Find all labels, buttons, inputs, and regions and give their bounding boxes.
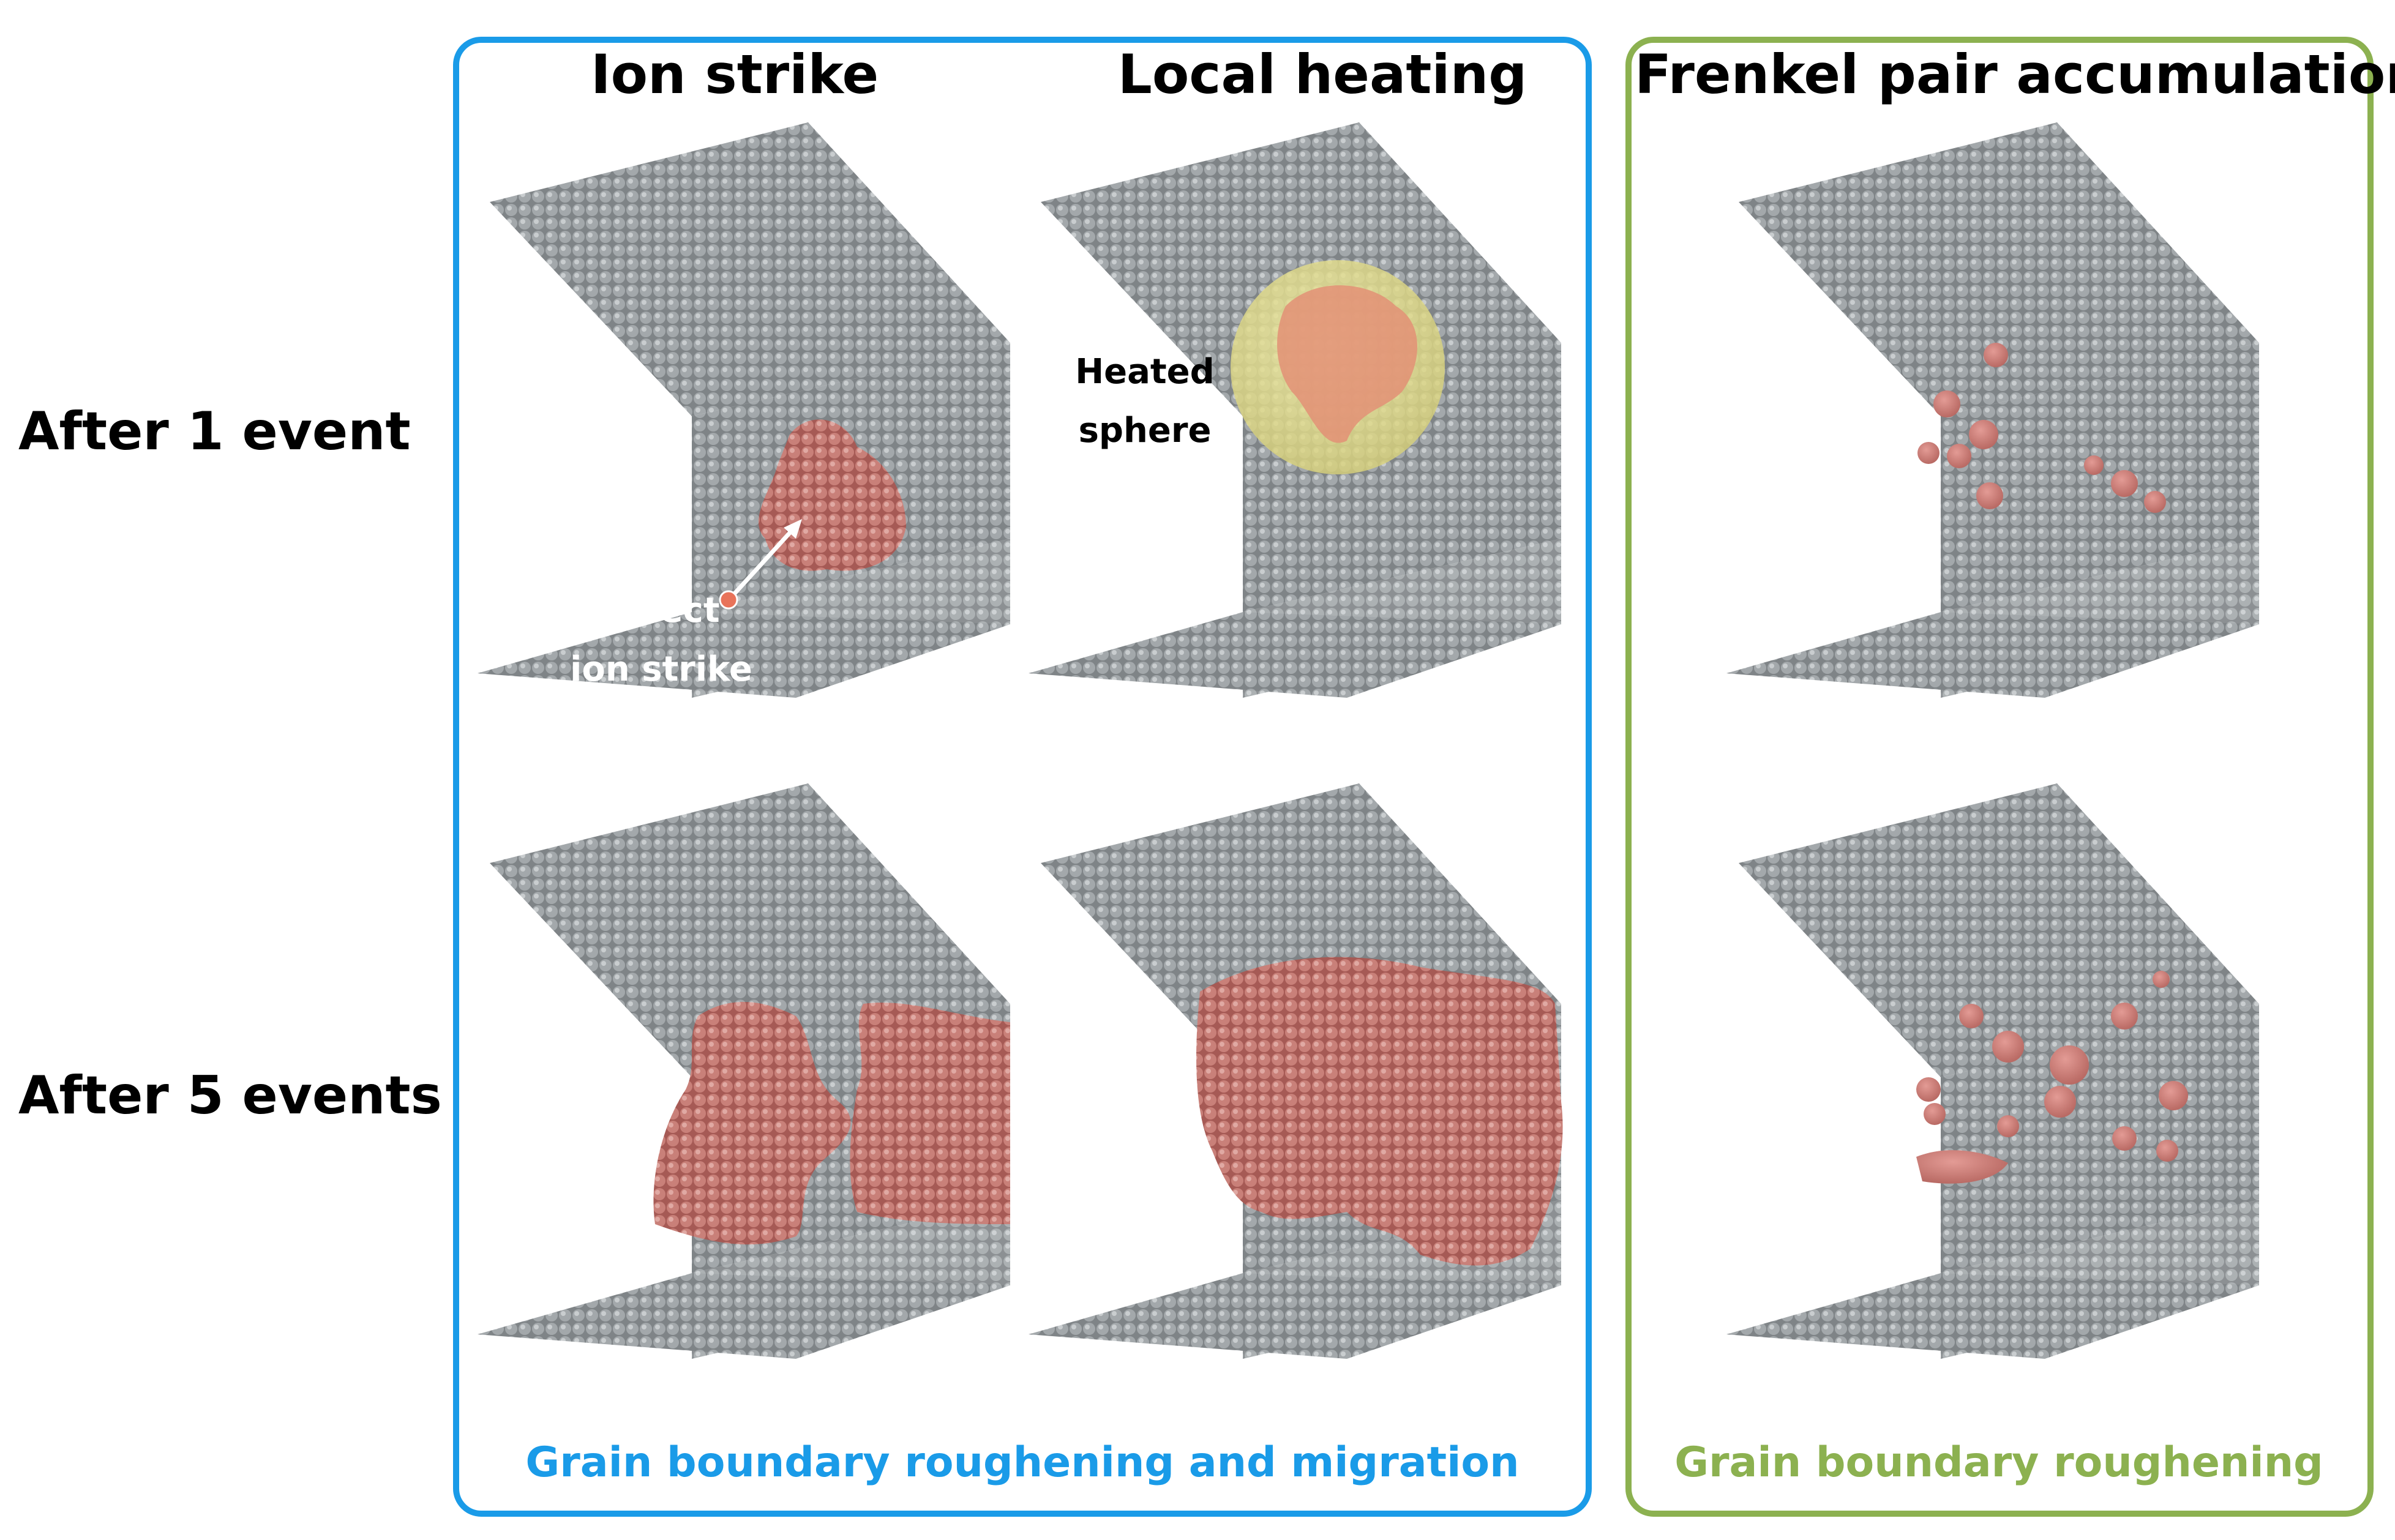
arrow-head	[784, 519, 802, 539]
damage-region-left	[653, 1001, 851, 1245]
label-heated-sphere: Heated sphere	[1053, 343, 1237, 460]
frenkel-clusters	[1917, 343, 2166, 513]
grain-boundary-bilayer	[1726, 783, 2259, 1359]
grain-boundary-bilayer	[1726, 122, 2259, 698]
panel-frenkel-5-events	[1726, 783, 2259, 1359]
label-direct: Direct	[602, 591, 720, 630]
panel-frenkel-1-event	[1726, 122, 2259, 698]
ion-strike-arrow	[730, 528, 795, 599]
row-label-after-1-event: After 1 event	[18, 401, 411, 462]
heated-damage-region	[1277, 285, 1417, 443]
panel-local-heating-5-events	[1029, 783, 1563, 1359]
caption-roughening: Grain boundary roughening	[1674, 1438, 2323, 1487]
group-box-ion-and-heating	[453, 37, 1592, 1517]
label-sphere: sphere	[1078, 411, 1212, 450]
panel-ion-strike-1-event	[478, 122, 1010, 698]
label-ion-strike: ion strike	[570, 649, 752, 689]
damage-region-right	[850, 1002, 1010, 1224]
column-title-local-heating: Local heating	[1117, 43, 1527, 106]
column-title-frenkel: Frenkel pair accumulation	[1635, 43, 2395, 106]
row-label-after-5-events: After 5 events	[18, 1065, 442, 1126]
caption-roughening-and-migration: Grain boundary roughening and migration	[525, 1438, 1520, 1487]
frenkel-clusters	[1916, 971, 2188, 1184]
ion-particle	[719, 590, 738, 610]
group-box-frenkel	[1625, 37, 2374, 1517]
panel-local-heating-1-event	[1029, 122, 1561, 698]
label-heated: Heated	[1075, 352, 1215, 392]
panel-ion-strike-5-events	[478, 783, 1010, 1359]
label-direct-ion-strike: Direct ion strike	[551, 581, 771, 699]
heated-damage-region-large	[1196, 957, 1563, 1266]
column-title-ion-strike: Ion strike	[590, 43, 879, 106]
